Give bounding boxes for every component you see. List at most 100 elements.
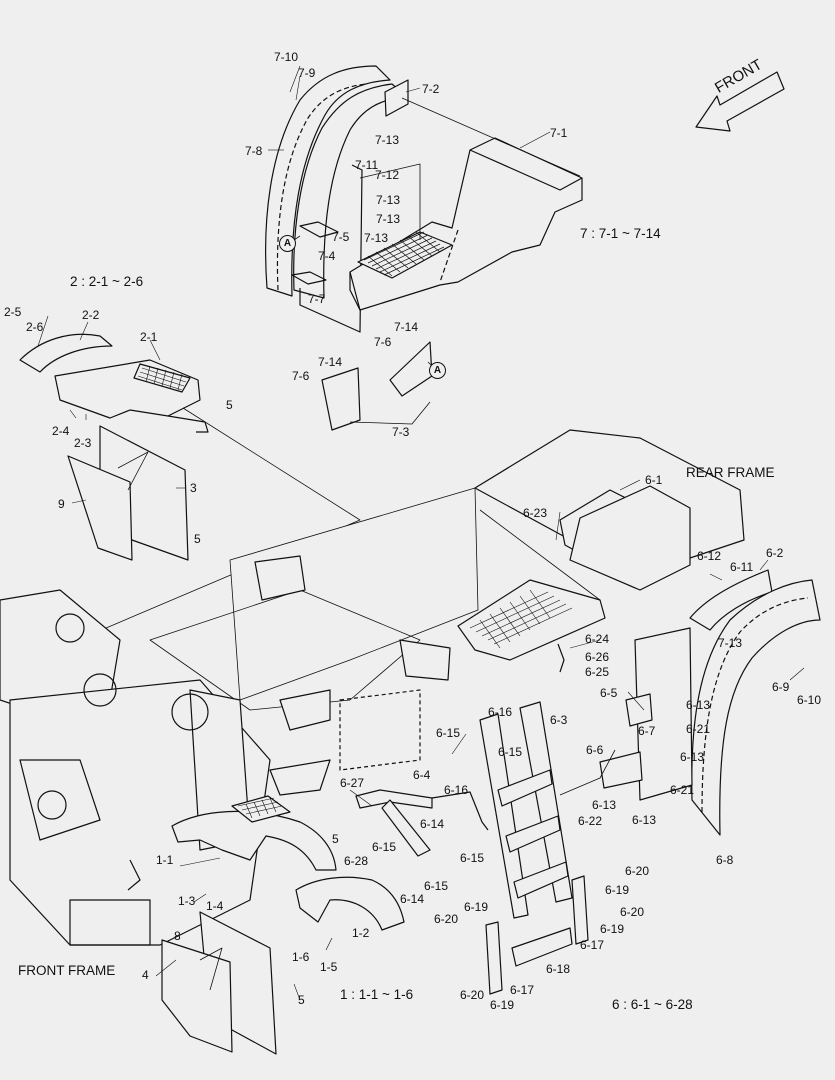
part-label: 6-11 [730,560,754,574]
part-label: 7-12 [375,168,400,182]
part-label: 2-5 [4,305,22,319]
part-label: 6-28 [344,854,369,868]
leader-lines [37,65,805,1001]
part-label: 2-2 [82,308,100,322]
part-label: 4 [142,968,149,982]
front-frame-label: FRONT FRAME [18,963,116,978]
part-label: 2-4 [52,424,70,438]
part-label: 6-8 [716,853,734,867]
part-label: 7-14 [318,355,343,369]
part-label: 6-15 [460,851,485,865]
part-label: 2-1 [140,330,158,344]
part-label: 6-19 [600,922,625,936]
part-label: 6-15 [498,745,523,759]
part-label: 7-6 [374,335,392,349]
part-label: 7-4 [318,249,336,263]
part-label: 6-20 [460,988,485,1002]
part-label: 6-21 [670,783,695,797]
part-label: 5 [194,532,201,546]
part-label: 6-14 [400,892,425,906]
part-label: 7-14 [394,320,419,334]
rear-frame-label: REAR FRAME [686,465,775,480]
part-label: 5 [226,398,233,412]
part-label: 6-14 [420,817,445,831]
part-label: 7-3 [392,425,410,439]
part-label: 1-1 [156,853,174,867]
part-label: 6-25 [585,665,610,679]
part-label: 6-1 [645,473,663,487]
part-label: 6-19 [464,900,489,914]
part-label: 6-9 [772,680,790,694]
detail-a-marker-bottom: A [429,362,446,379]
fender-assembly-2 [11,333,361,669]
part-label: 6-23 [523,506,548,520]
part-label: 6-3 [550,713,568,727]
part-label: 6-15 [436,726,461,740]
part-label: 6-19 [605,883,630,897]
front-arrow-icon [695,71,785,132]
part-label: 7-11 [355,158,379,172]
part-label: 7-13 [376,193,401,207]
group-note-7: 7 : 7-1 ~ 7-14 [580,226,661,241]
part-label: 2-6 [26,320,44,334]
part-label: 7-7 [308,292,326,306]
part-label: 1-3 [178,894,196,908]
part-label: 6-13 [592,798,617,812]
part-label: 6-5 [600,686,618,700]
part-label: 7-2 [422,82,440,96]
part-label: 6-24 [585,632,610,646]
part-label: 6-7 [638,724,656,738]
part-label: 6-20 [620,905,645,919]
part-label: 8 [174,929,181,943]
part-label: 7-13 [375,133,400,147]
part-label: 6-13 [632,813,657,827]
part-label: 5 [298,993,305,1007]
detail-a-marker-top: A [279,235,296,252]
part-label: 6-13 [686,698,711,712]
part-label: 6-20 [434,912,459,926]
part-label: 6-12 [697,549,722,563]
part-label: 1-6 [292,950,310,964]
part-label: 1-4 [206,899,224,913]
front-frame [0,589,271,946]
part-label: 7-9 [298,66,316,80]
part-label: 1-5 [320,960,338,974]
part-label: 6-26 [585,650,610,664]
part-label: 6-15 [424,879,449,893]
part-label: 3 [190,481,197,495]
part-label: 6-10 [797,693,822,707]
part-label: 1-2 [352,926,370,940]
part-label: 6-16 [444,783,469,797]
fender-assembly-6 [355,485,821,995]
part-label: 6-6 [586,743,604,757]
part-label: 7-13 [718,636,743,650]
group-note-1: 1 : 1-1 ~ 1-6 [340,987,414,1002]
group-note-6: 6 : 6-1 ~ 6-28 [612,997,693,1012]
fender-assembly-1 [161,795,405,1055]
part-label: 6-21 [686,722,711,736]
part-label: 6-2 [766,546,784,560]
part-label: 6-17 [510,983,535,997]
fender-assembly-7 [265,65,583,431]
part-label: 7-13 [364,231,389,245]
part-label: 6-20 [625,864,650,878]
part-label: 6-4 [413,768,431,782]
part-label: 7-6 [292,369,310,383]
part-label: 9 [58,497,65,511]
part-label: 7-8 [245,144,263,158]
part-label: 6-15 [372,840,397,854]
part-label: 6-27 [340,776,365,790]
part-label: 6-18 [546,962,571,976]
part-label: 7-10 [274,50,299,64]
part-label: 6-19 [490,998,515,1012]
part-label: 6-16 [488,705,513,719]
part-label: 6-22 [578,814,603,828]
part-label: 5 [332,832,339,846]
part-label: 6-13 [680,750,705,764]
part-label: 7-1 [550,126,568,140]
part-label: 2-3 [74,436,92,450]
group-note-2: 2 : 2-1 ~ 2-6 [70,274,144,289]
part-label: 7-13 [376,212,401,226]
part-label: 7-5 [332,230,350,244]
